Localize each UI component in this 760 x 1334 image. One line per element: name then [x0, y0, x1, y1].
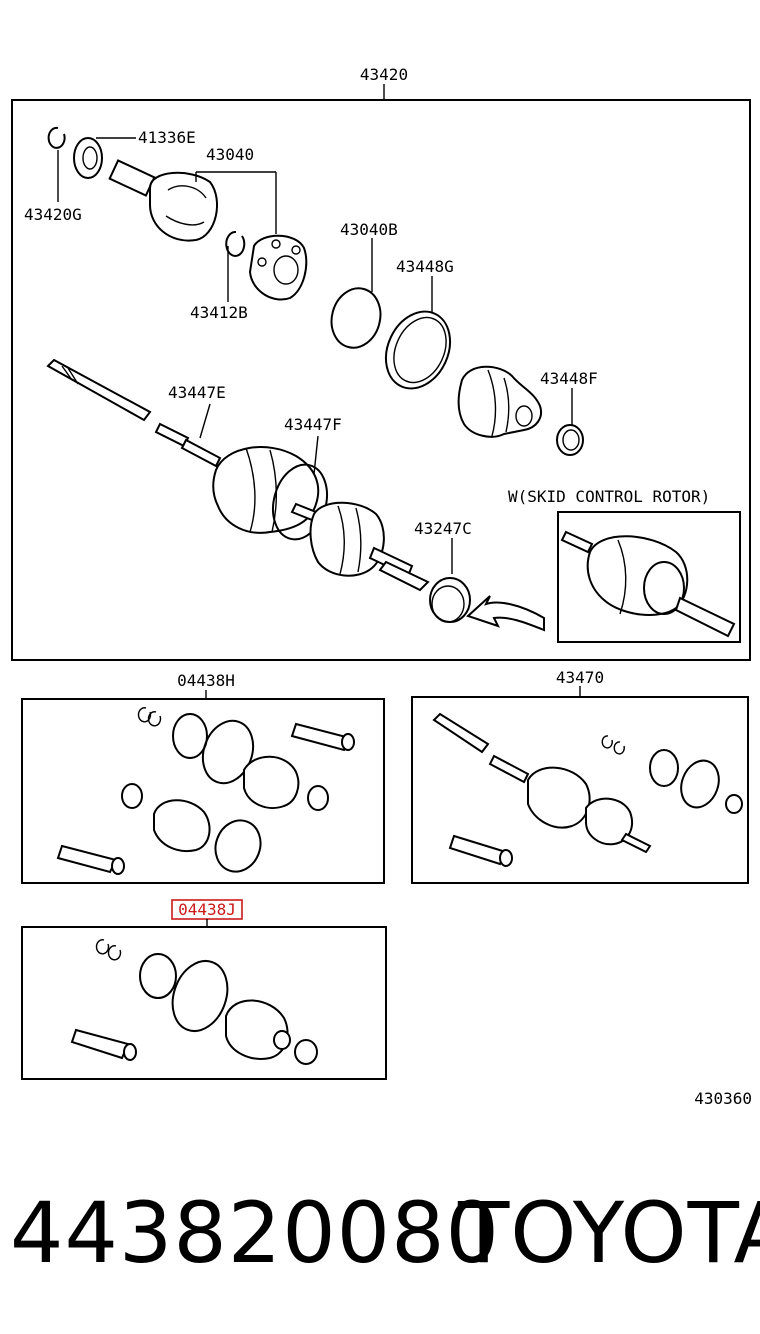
joint-housing-icon — [108, 159, 219, 242]
boot-clamp-icon — [384, 310, 452, 390]
small-clamp-icon — [556, 424, 584, 456]
shaft-assembly-43470-panel: 43470 — [411, 668, 749, 884]
kit-h-boot-icon — [243, 755, 300, 809]
boot-icon — [457, 365, 542, 438]
kit-j-boot-icon — [225, 999, 289, 1060]
snap-ring-icon — [47, 126, 66, 149]
arrow-icon — [466, 595, 545, 632]
main-assembly-panel: 43420 43420G 41336E 43040 — [11, 65, 751, 661]
label-43247C[interactable]: 43247C — [414, 519, 472, 538]
boot-kit-h-panel: 04438H — [21, 671, 385, 884]
circlip-icon — [225, 230, 246, 257]
label-43448F[interactable]: 43448F — [540, 369, 598, 388]
label-43448G[interactable]: 43448G — [396, 257, 454, 276]
label-43040[interactable]: 43040 — [206, 145, 254, 164]
label-43420G[interactable]: 43420G — [24, 205, 82, 224]
grease-tube-icon — [290, 722, 352, 752]
part-number: 443820080 — [10, 1184, 500, 1282]
label-43412B[interactable]: 43412B — [190, 303, 248, 322]
tone-ring-icon — [429, 577, 471, 623]
label-43470[interactable]: 43470 — [556, 668, 604, 687]
label-41336E[interactable]: 41336E — [138, 128, 196, 147]
label-04438J[interactable]: 04438J — [178, 900, 236, 919]
shaft-43470-icon — [432, 712, 490, 754]
inset-panel — [557, 511, 741, 643]
label-43447F[interactable]: 43447F — [284, 415, 342, 434]
retaining-ring-icon — [330, 287, 382, 349]
brand-name: TOYOTA — [458, 1184, 760, 1282]
bearing-cage-icon — [248, 234, 308, 301]
drive-shaft-icon — [46, 358, 222, 468]
label-43447E[interactable]: 43447E — [168, 383, 226, 402]
label-04438H[interactable]: 04438H — [177, 671, 235, 690]
label-43040B[interactable]: 43040B — [340, 220, 398, 239]
outer-joint-icon — [309, 501, 430, 592]
label-43420[interactable]: 43420 — [360, 65, 408, 84]
inset-caption: W(SKID CONTROL ROTOR) — [508, 487, 710, 506]
diagram-code: 430360 — [694, 1089, 752, 1108]
kit-j-grease-tube-icon — [70, 1028, 130, 1060]
seal-icon — [73, 137, 103, 179]
boot-kit-j-panel: 04438J — [21, 899, 387, 1080]
skid-rotor-joint-icon — [560, 530, 736, 638]
